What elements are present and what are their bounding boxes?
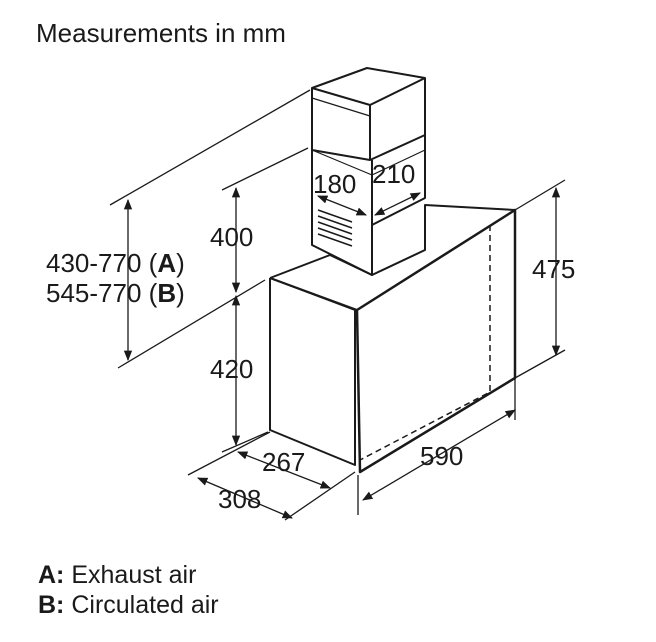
- hidden-edges: [359, 225, 491, 461]
- label-front-height: 475: [532, 254, 575, 284]
- label-depth-outer: 308: [218, 484, 261, 514]
- label-total-height-a: 430-770 (A): [46, 248, 185, 278]
- body-side: [269, 277, 356, 466]
- page-title: Measurements in mm: [36, 18, 286, 48]
- chimney-lower: [311, 135, 426, 276]
- body-top: [269, 204, 516, 279]
- label-width: 590: [420, 441, 463, 471]
- legend-item-circulated: B: Circulated air: [38, 590, 219, 620]
- legend-label: Exhaust air: [64, 561, 197, 589]
- hood-body: [269, 67, 517, 474]
- chimney-upper: [311, 67, 426, 161]
- legend-key: B:: [38, 591, 65, 619]
- legend-item-exhaust: A: Exhaust air: [38, 560, 219, 590]
- label-chimney-height: 400: [210, 222, 253, 252]
- front-panel: [355, 208, 517, 474]
- label-chimney-depth: 210: [372, 159, 415, 189]
- legend-label: Circulated air: [64, 591, 219, 619]
- vent-slots: [317, 209, 353, 247]
- legend-key: A:: [38, 561, 65, 589]
- label-lower-height: 420: [210, 354, 253, 384]
- dimension-lines: [109, 89, 566, 521]
- legend: A: Exhaust air B: Circulated air: [38, 560, 219, 620]
- label-chimney-width: 180: [313, 169, 356, 199]
- dimension-labels: 180 210 400 420 475 590 267 308 430-770 …: [46, 159, 575, 514]
- label-depth-inner: 267: [262, 447, 305, 477]
- label-total-height-b: 545-770 (B): [46, 278, 185, 308]
